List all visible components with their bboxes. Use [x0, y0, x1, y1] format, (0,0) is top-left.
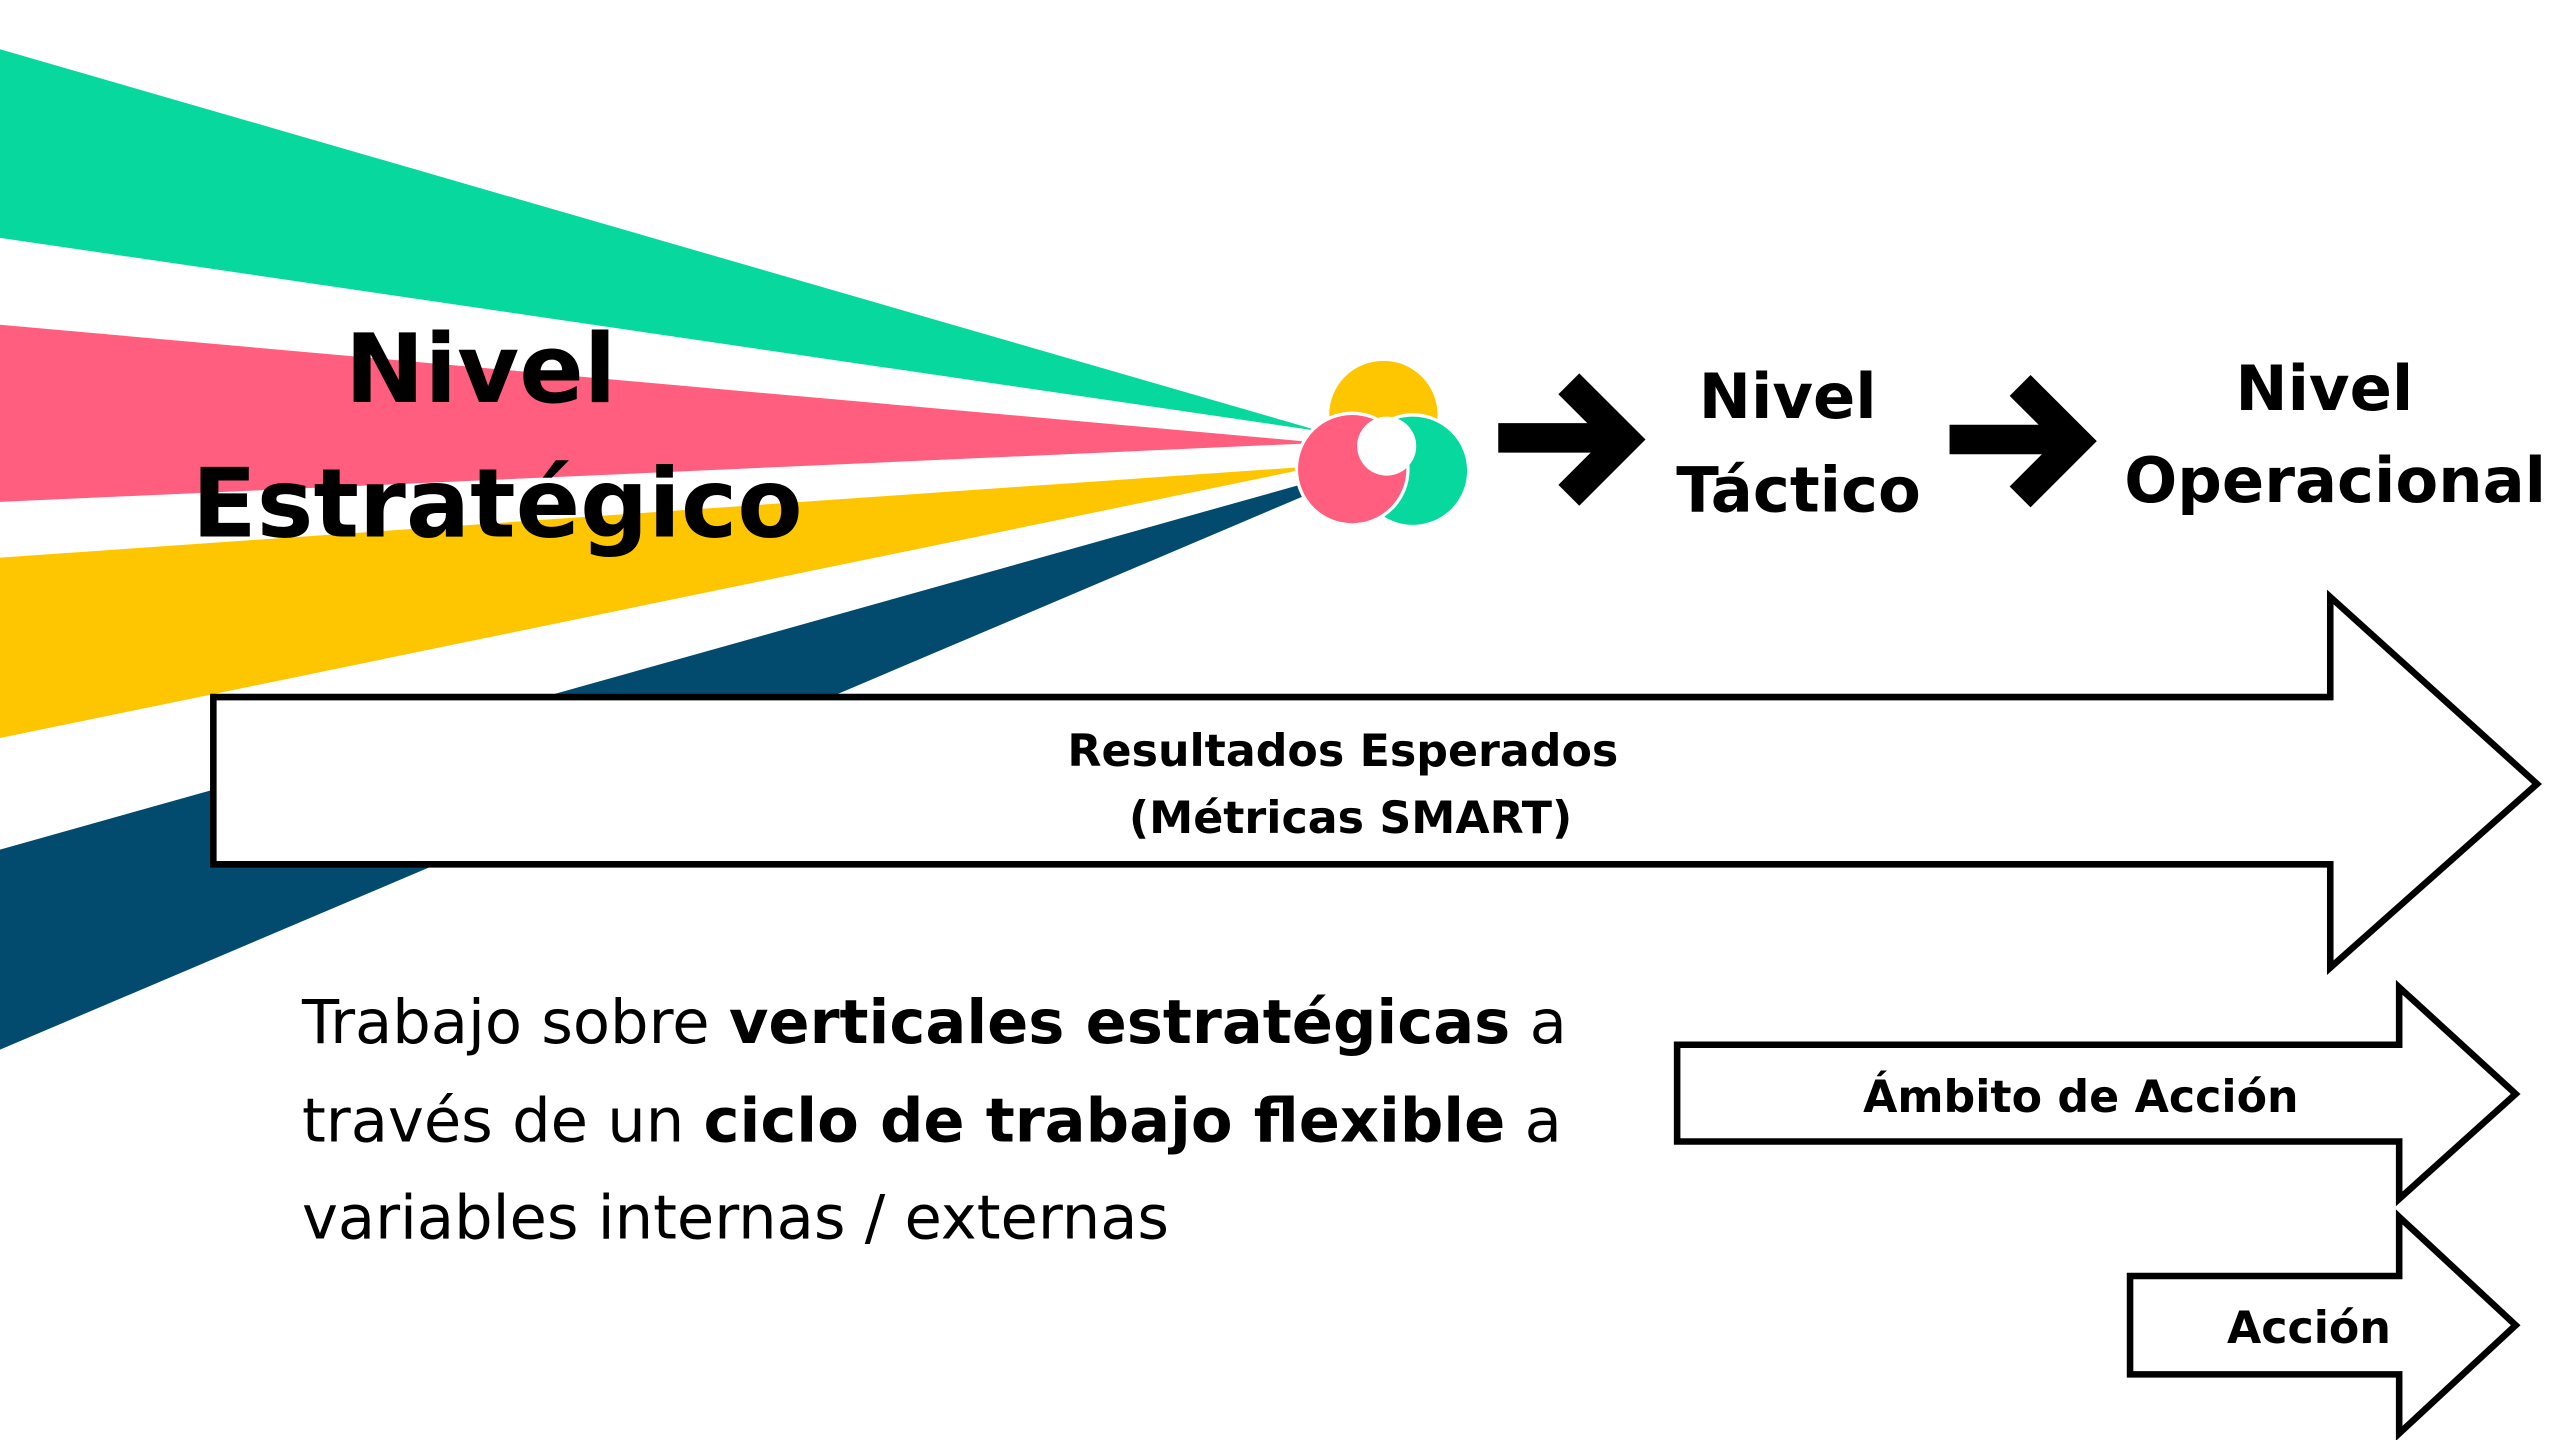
yellow-beam: [0, 465, 1322, 739]
arrow-right-icon: [1949, 374, 2097, 508]
action-arrow-label: Acción: [2227, 1303, 2391, 1354]
results-arrow-label: Resultados Esperados (Métricas SMART): [1067, 726, 1633, 844]
results-arrow: [210, 589, 2542, 975]
pink-beam: [0, 324, 1322, 502]
scope-arrow: [1673, 979, 2521, 1207]
green-beam: [0, 49, 1322, 432]
arrow-right-icon: [1498, 373, 1646, 506]
cycle-logo-icon: [1294, 357, 1471, 529]
action-arrow: [2126, 1209, 2521, 1440]
operational-level-title: Nivel Operacional: [2124, 352, 2546, 517]
description-text: Trabajo sobre verticales estratégicas a …: [301, 988, 1588, 1253]
strategic-level-title: Nivel Estratégico: [192, 315, 803, 559]
scope-arrow-label: Ámbito de Acción: [1863, 1070, 2298, 1123]
tactical-level-title: Nivel Táctico: [1676, 360, 1920, 526]
